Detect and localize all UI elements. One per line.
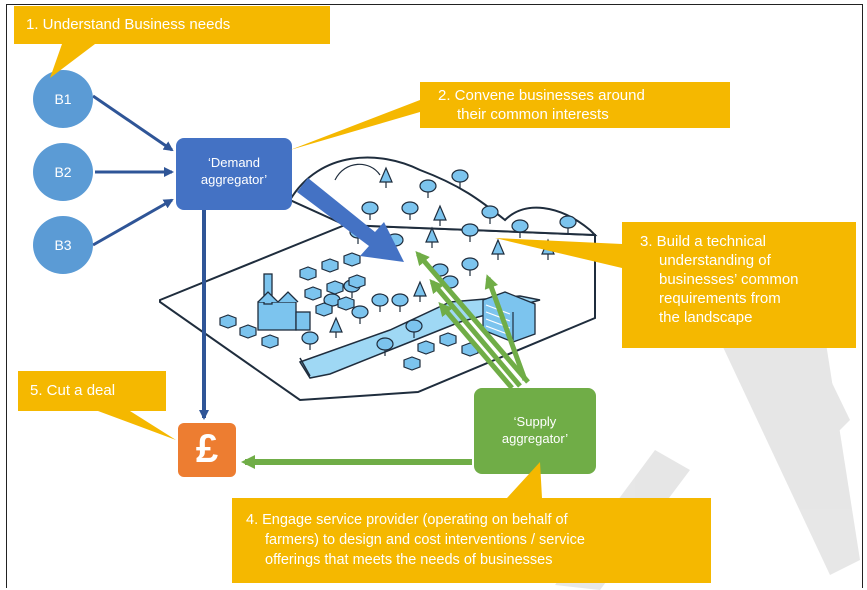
demand-aggregator-label: ‘Demand aggregator’ xyxy=(176,154,292,188)
house-icon xyxy=(239,324,257,339)
diagram-frame xyxy=(6,4,863,588)
house-icon xyxy=(261,334,279,349)
demand-aggregator-line1: ‘Demand xyxy=(207,155,261,170)
callout-step2-line1: 2. Convene businesses around xyxy=(438,87,645,104)
house-icon xyxy=(343,252,361,267)
supply-aggregator-label: ‘Supply aggregator’ xyxy=(474,413,596,447)
arrow-b3-to-demand xyxy=(92,198,174,247)
tree-icon xyxy=(401,201,419,220)
business-label-b3: B3 xyxy=(54,237,72,253)
tree-icon xyxy=(405,319,423,338)
business-node-b2 xyxy=(33,143,93,201)
supply-aggregator-line1: ‘Supply xyxy=(513,414,557,429)
demand-aggregator-line2: aggregator’ xyxy=(200,172,268,187)
business-label-b2: B2 xyxy=(54,164,72,180)
callout-step4-line3: offerings that meets the needs of busine… xyxy=(265,552,553,568)
callout-step4-shape xyxy=(232,462,711,583)
callout-step3-line1: 3. Build a technical xyxy=(640,233,766,250)
callout-step3-line5: the landscape xyxy=(659,309,753,326)
tree-icon xyxy=(481,205,499,224)
tree-icon xyxy=(511,219,529,238)
tree-icon xyxy=(391,293,409,312)
house-icon xyxy=(304,286,322,301)
tree-icon xyxy=(371,293,389,312)
callout-step4-line2: farmers) to design and cost intervention… xyxy=(265,532,585,548)
callout-step5-shape xyxy=(18,371,176,440)
house-icon xyxy=(219,314,237,329)
tree-icon xyxy=(361,201,379,220)
callout-step1-shape xyxy=(14,6,330,78)
tree-icon xyxy=(351,305,369,324)
tree-icon xyxy=(379,166,393,188)
house-icon xyxy=(439,332,457,347)
pound-icon: £ xyxy=(195,427,219,471)
house-icon xyxy=(321,258,339,273)
house-icon xyxy=(299,266,317,281)
arrow-demand-to-landscape xyxy=(297,178,404,262)
arrow-b1-to-demand xyxy=(92,94,174,152)
house-icon xyxy=(348,274,366,289)
business-nodes xyxy=(33,70,93,274)
tree-icon xyxy=(491,238,505,260)
callout-step4-text: 4. Engage service provider (operating on… xyxy=(246,510,708,570)
house-icon xyxy=(326,280,344,295)
business-label-b1: B1 xyxy=(54,91,72,107)
tree-icon xyxy=(451,169,469,188)
tree-icon xyxy=(419,179,437,198)
house-icon xyxy=(315,302,333,317)
tree-icon xyxy=(559,215,577,234)
factory-icon xyxy=(257,273,311,331)
tree-icon xyxy=(461,257,479,276)
tree-icon xyxy=(413,280,427,302)
callout-step2-shape xyxy=(290,82,730,150)
supply-aggregator-line2: aggregator’ xyxy=(501,431,569,446)
tree-icon xyxy=(301,331,319,350)
callout-step1-text: 1. Understand Business needs xyxy=(26,16,231,33)
house-icon xyxy=(337,296,355,311)
house-icon xyxy=(403,356,421,371)
tree-icon xyxy=(433,204,447,226)
callout-step3-line4: requirements from xyxy=(659,290,781,307)
supply-aggregator-box xyxy=(474,388,596,474)
tree-icon xyxy=(461,223,479,242)
tree-icon xyxy=(425,226,439,248)
callout-step4-line1: 4. Engage service provider (operating on… xyxy=(246,512,568,528)
callout-step2-line2: their common interests xyxy=(457,106,609,123)
tree-icon xyxy=(376,337,394,356)
callout-step5-text: 5. Cut a deal xyxy=(30,382,116,399)
house-cluster xyxy=(219,252,479,371)
callout-step2-text: 2. Convene businesses around their commo… xyxy=(438,86,728,124)
deal-box xyxy=(178,423,236,477)
business-to-demand-arrows xyxy=(92,94,174,247)
business-node-b3 xyxy=(33,216,93,274)
house-icon xyxy=(417,340,435,355)
supply-to-landscape-arrows xyxy=(415,250,530,390)
callout-step3-shape xyxy=(495,222,856,348)
callout-step3-line2: understanding of xyxy=(659,252,771,269)
callout-step3-line3: businesses’ common xyxy=(659,271,799,288)
business-node-b1 xyxy=(33,70,93,128)
callout-step3-text: 3. Build a technical understanding of bu… xyxy=(640,232,852,327)
demand-aggregator-box xyxy=(176,138,292,210)
tree-icon xyxy=(329,316,343,338)
